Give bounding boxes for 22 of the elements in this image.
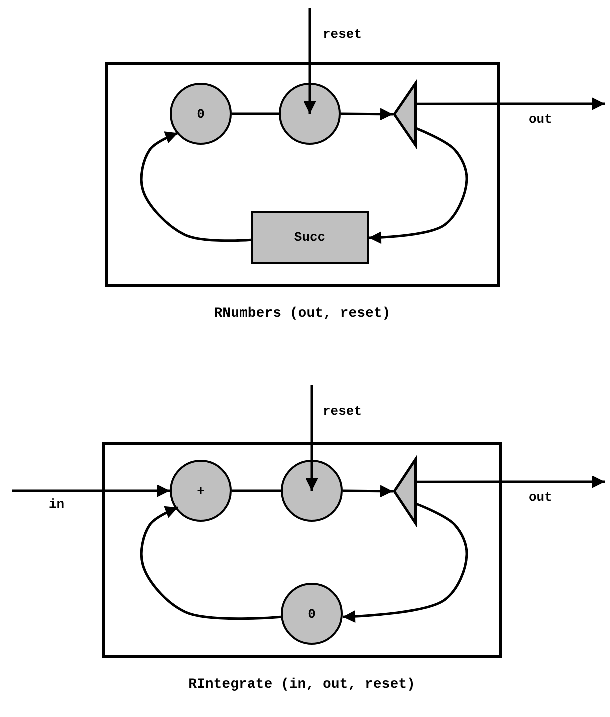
arrow [340,108,394,121]
output-triangle [393,82,417,147]
node-label: 0 [308,606,316,622]
arrow [140,132,252,242]
arrow [417,476,605,488]
node-label: + [197,484,205,498]
diagram-caption: RIntegrate (in, out, reset) [188,677,416,693]
arrow [417,98,605,110]
arrow [368,128,468,244]
arrow [140,506,282,620]
process-box [251,211,369,264]
arrow [342,485,394,498]
arrow [342,503,468,623]
arrow [12,484,170,498]
connector-line [232,490,281,492]
node-label: 0 [197,106,205,122]
connector-line [232,112,279,116]
node-label: Succ [294,230,326,245]
arrow [306,385,318,491]
diagram-caption: RNumbers (out, reset) [214,306,391,322]
output-triangle [393,458,417,525]
arrow [304,8,316,114]
